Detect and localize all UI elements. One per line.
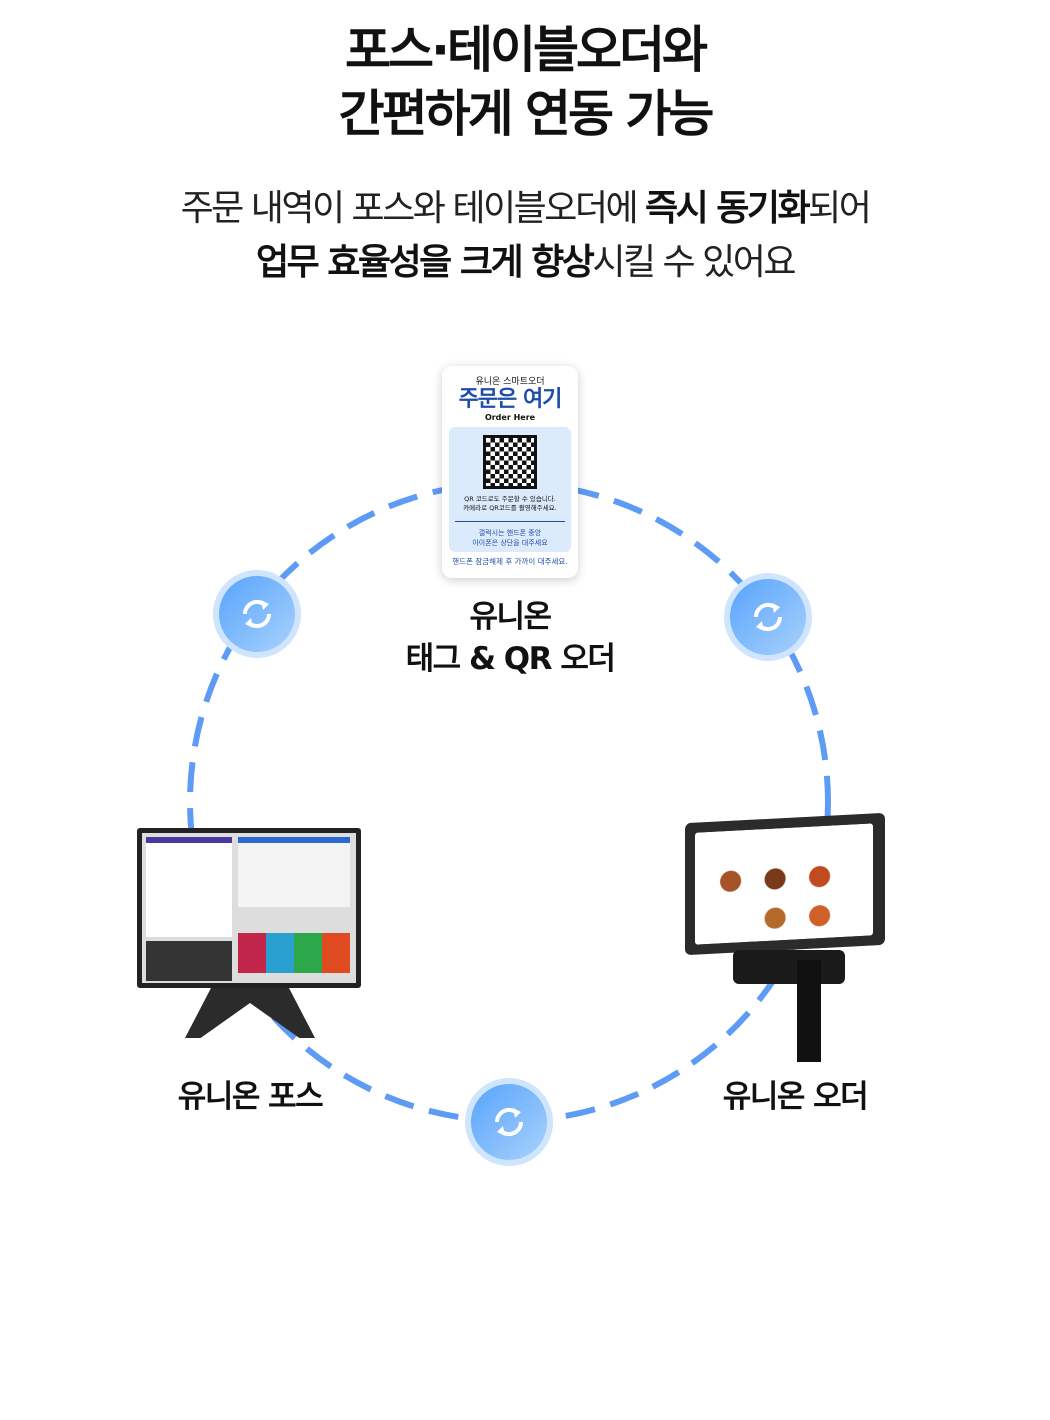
page-title: 포스·테이블오더와 간편하게 연동 가능 bbox=[338, 21, 715, 143]
device-pole bbox=[797, 960, 821, 1062]
card-reader bbox=[733, 950, 845, 984]
table-order-device-image bbox=[685, 812, 885, 956]
label-pos: 유니온 포스 bbox=[177, 1079, 324, 1115]
pos-terminal-image bbox=[137, 828, 361, 988]
label-order: 유니온 오더 bbox=[722, 1079, 869, 1115]
sync-icon-bottom bbox=[465, 1078, 553, 1166]
qr-tag-card: 유니온 스마트오더 주문은 여기 Order Here QR 코드로도 주문할 … bbox=[442, 366, 578, 578]
sync-icon-left bbox=[213, 570, 301, 658]
sync-icon-right bbox=[724, 573, 812, 661]
subtitle: 주문 내역이 포스와 테이블오더에 즉시 동기화되어 업무 효율성을 크게 향상… bbox=[180, 188, 872, 283]
qr-code-icon bbox=[483, 435, 537, 489]
label-tag-qr-order: 유니온 태그 & QR 오더 bbox=[405, 599, 616, 677]
